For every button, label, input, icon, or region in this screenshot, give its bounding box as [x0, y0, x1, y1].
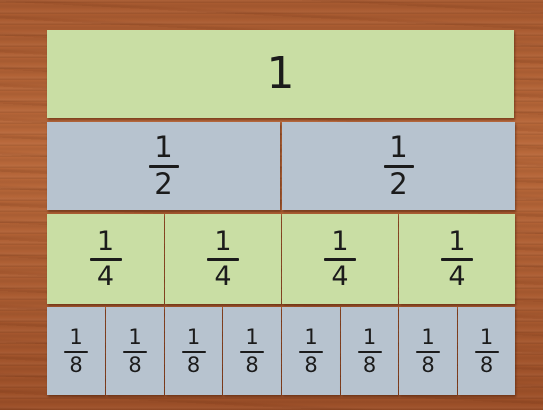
numerator: 1 [363, 327, 376, 348]
fraction-one-eighth: 1 8 [299, 327, 323, 376]
quarter-strip: 1 4 [399, 214, 515, 304]
denominator: 8 [421, 355, 434, 376]
fraction-one-eighth: 1 8 [240, 327, 264, 376]
numerator: 1 [480, 327, 493, 348]
numerator: 1 [128, 327, 141, 348]
denominator: 8 [245, 355, 258, 376]
half-strip: 1 2 [47, 122, 280, 210]
half-strip: 1 2 [282, 122, 515, 210]
eighth-strip: 1 8 [399, 307, 457, 395]
numerator: 1 [214, 228, 231, 255]
numerator: 1 [331, 228, 348, 255]
denominator: 2 [154, 170, 172, 199]
quarter-strip: 1 4 [282, 214, 398, 304]
quarter-strip: 1 4 [165, 214, 281, 304]
denominator: 8 [363, 355, 376, 376]
denominator: 8 [187, 355, 200, 376]
denominator: 4 [331, 263, 348, 290]
fraction-one-quarter: 1 4 [207, 228, 239, 290]
fraction-one-quarter: 1 4 [90, 228, 122, 290]
numerator: 1 [304, 327, 317, 348]
numerator: 1 [245, 327, 258, 348]
denominator: 8 [128, 355, 141, 376]
denominator: 4 [448, 263, 465, 290]
denominator: 8 [304, 355, 317, 376]
denominator: 4 [214, 263, 231, 290]
fraction-one-quarter: 1 4 [441, 228, 473, 290]
eighth-strip: 1 8 [341, 307, 398, 395]
fraction-one-half: 1 2 [149, 133, 179, 199]
eighth-strip: 1 8 [282, 307, 340, 395]
whole-strip: 1 [47, 30, 514, 118]
denominator: 4 [97, 263, 114, 290]
fraction-one-half: 1 2 [384, 133, 414, 199]
fraction-one-eighth: 1 8 [123, 327, 147, 376]
eighth-strip: 1 8 [47, 307, 105, 395]
fraction-one-quarter: 1 4 [324, 228, 356, 290]
fraction-one-eighth: 1 8 [358, 327, 382, 376]
quarter-strip: 1 4 [47, 214, 164, 304]
eighth-strip: 1 8 [223, 307, 281, 395]
numerator: 1 [389, 133, 407, 162]
numerator: 1 [421, 327, 434, 348]
fraction-one-eighth: 1 8 [182, 327, 206, 376]
fraction-one-eighth: 1 8 [475, 327, 499, 376]
denominator: 8 [480, 355, 493, 376]
fraction-one-eighth: 1 8 [64, 327, 88, 376]
numerator: 1 [154, 133, 172, 162]
fraction-one-eighth: 1 8 [416, 327, 440, 376]
eighth-strip: 1 8 [458, 307, 515, 395]
numerator: 1 [448, 228, 465, 255]
denominator: 2 [389, 170, 407, 199]
denominator: 8 [69, 355, 82, 376]
numerator: 1 [69, 327, 82, 348]
numerator: 1 [187, 327, 200, 348]
numerator: 1 [97, 228, 114, 255]
whole-label: 1 [267, 52, 295, 96]
eighth-strip: 1 8 [165, 307, 222, 395]
eighth-strip: 1 8 [106, 307, 164, 395]
